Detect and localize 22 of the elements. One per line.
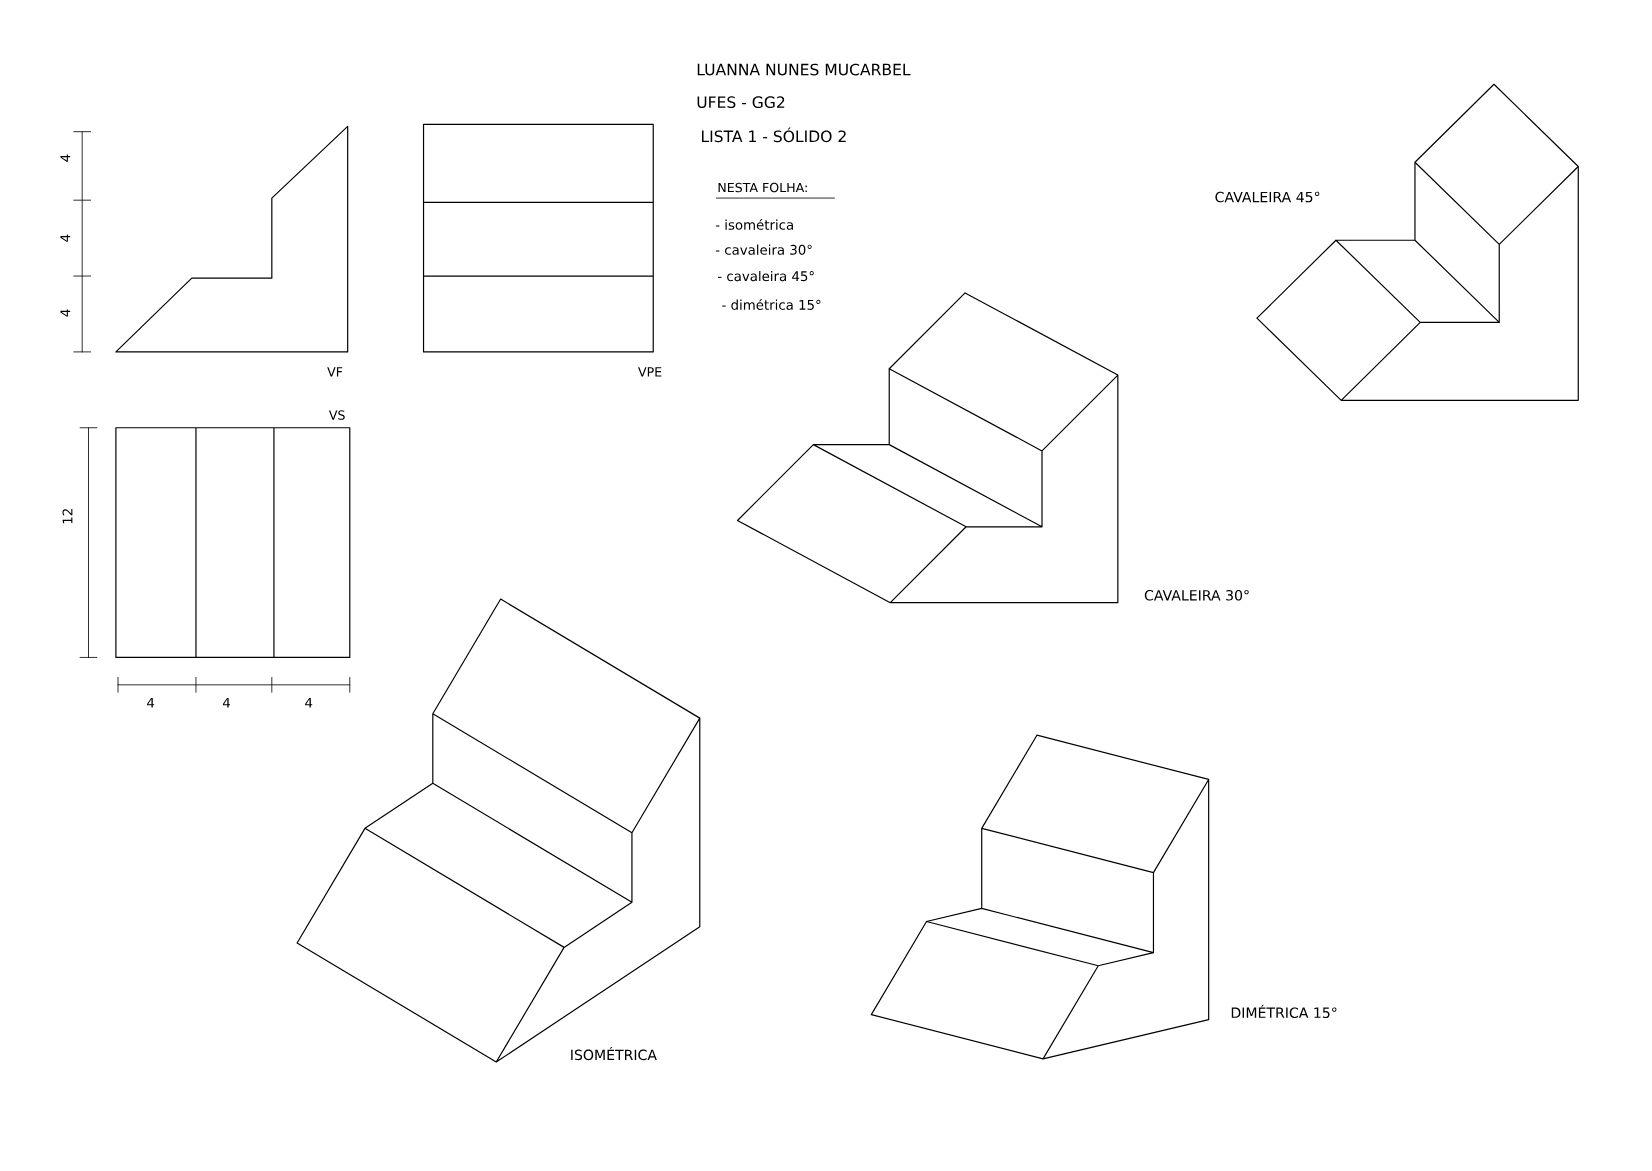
dimension-label: 4 xyxy=(147,698,155,708)
list-item: - cavaleira 45° xyxy=(718,271,814,282)
course-label: UFES - GG2 xyxy=(697,96,785,109)
author-name: LUANNA NUNES MUCARBEL xyxy=(697,63,911,76)
dimension-label: 4 xyxy=(222,698,230,708)
dimension-label: 4 xyxy=(60,309,71,317)
dimension-label: 4 xyxy=(60,154,71,162)
view-label: VS xyxy=(328,410,345,421)
sheet-title: LISTA 1 - SÓLIDO 2 xyxy=(702,127,846,143)
view-label: VF xyxy=(327,367,343,377)
projection-label: CAVALEIRA 45° xyxy=(1215,191,1320,203)
list-item: - isométrica xyxy=(715,219,793,231)
list-item: - dimétrica 15° xyxy=(722,299,821,311)
projection-label: DIMÉTRICA 15° xyxy=(1231,1005,1337,1019)
view-label: VPE xyxy=(638,367,662,377)
projection-label: CAVALEIRA 30° xyxy=(1144,590,1249,601)
dimension-label: 4 xyxy=(60,234,71,242)
dimension-label: 12 xyxy=(62,509,73,524)
list-item: - cavaleira 30° xyxy=(715,244,812,256)
dimension-label: 4 xyxy=(305,698,313,708)
list-heading: NESTA FOLHA: xyxy=(718,183,807,193)
projection-label: ISOMÉTRICA xyxy=(571,1047,657,1061)
